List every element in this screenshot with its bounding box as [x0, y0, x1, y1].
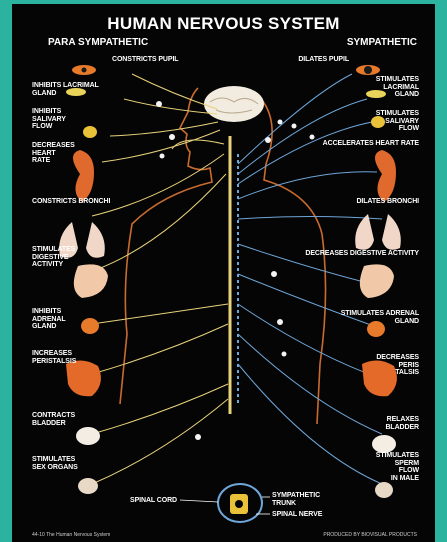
brain-icon — [204, 86, 264, 122]
label-inhibits-lacrimal-gland: INHIBITS LACRIMAL GLAND — [32, 82, 99, 97]
label-stimulates-salivary-flow: STIMULATES SALIVARY FLOW — [376, 110, 419, 133]
label-stimulates-lacrimal-gland: STIMULATES LACRIMAL GLAND — [376, 76, 419, 99]
salivary-gland-icon — [83, 126, 97, 138]
label-dilates-pupil: DILATES PUPIL — [298, 56, 349, 64]
stomach-icon — [360, 264, 394, 298]
label-stimulates-digestive-activity: STIMULATES DIGESTIVE ACTIVITY — [32, 246, 75, 269]
stomach-icon — [74, 264, 108, 298]
sex-organ-icon — [375, 482, 393, 498]
label-stimulates-sperm-flow: STIMULATES SPERM FLOW IN MALE — [376, 452, 419, 482]
parasympathetic-header: PARA SYMPATHETIC — [48, 37, 148, 48]
footer-publisher: PRODUCED BY BIOVISUAL PRODUCTS — [323, 532, 417, 538]
heart-icon — [73, 150, 94, 202]
label-relaxes-bladder: RELAXES BLADDER — [385, 416, 419, 431]
heart-icon — [375, 150, 396, 202]
label-constricts-pupil: CONSTRICTS PUPIL — [112, 56, 178, 64]
poster-title: HUMAN NERVOUS SYSTEM — [12, 14, 435, 34]
intestine-icon — [66, 360, 101, 396]
sex-organ-icon — [78, 478, 98, 494]
bladder-icon — [76, 427, 100, 445]
adrenal-gland-icon — [81, 318, 99, 334]
sympathetic-header: SYMPATHETIC — [347, 37, 417, 48]
parasympathetic-nerves — [92, 74, 228, 484]
label-stimulates-sex-organs: STIMULATES SEX ORGANS — [32, 456, 78, 471]
label-constricts-bronchi: CONSTRICTS BRONCHI — [32, 198, 110, 206]
label-dilates-bronchi: DILATES BRONCHI — [356, 198, 419, 206]
label-decreases-digestive-activity: DECREASES DIGESTIVE ACTIVITY — [305, 250, 419, 258]
lungs-icon — [355, 214, 401, 250]
label-inhibits-adrenal-gland: INHIBITS ADRENAL GLAND — [32, 308, 66, 331]
body-outline — [120, 88, 326, 424]
label-accelerates-heart-rate: ACCELERATES HEART RATE — [323, 140, 419, 148]
label-spinal-nerve: SPINAL NERVE — [272, 511, 322, 519]
label-spinal-cord: SPINAL CORD — [130, 497, 177, 505]
bladder-icon — [372, 435, 396, 453]
footer-catalog-number: 44-10 The Human Nervous System — [32, 532, 110, 538]
label-increases-peristalsis: INCREASES PERISTALSIS — [32, 350, 76, 365]
label-decreases-peristalsis: DECREASES PERIS TALSIS — [376, 354, 419, 377]
label-contracts-bladder: CONTRACTS BLADDER — [32, 412, 75, 427]
label-stimulates-adrenal-gland: STIMULATES ADRENAL GLAND — [341, 310, 419, 325]
label-inhibits-salivary-flow: INHIBITS SALIVARY FLOW — [32, 108, 66, 131]
label-sympathetic-trunk: SYMPATHETIC TRUNK — [272, 492, 320, 507]
poster-frame: HUMAN NERVOUS SYSTEM PARA SYMPATHETIC SY… — [12, 4, 435, 542]
label-decreases-heart-rate: DECREASES HEART RATE — [32, 142, 75, 165]
